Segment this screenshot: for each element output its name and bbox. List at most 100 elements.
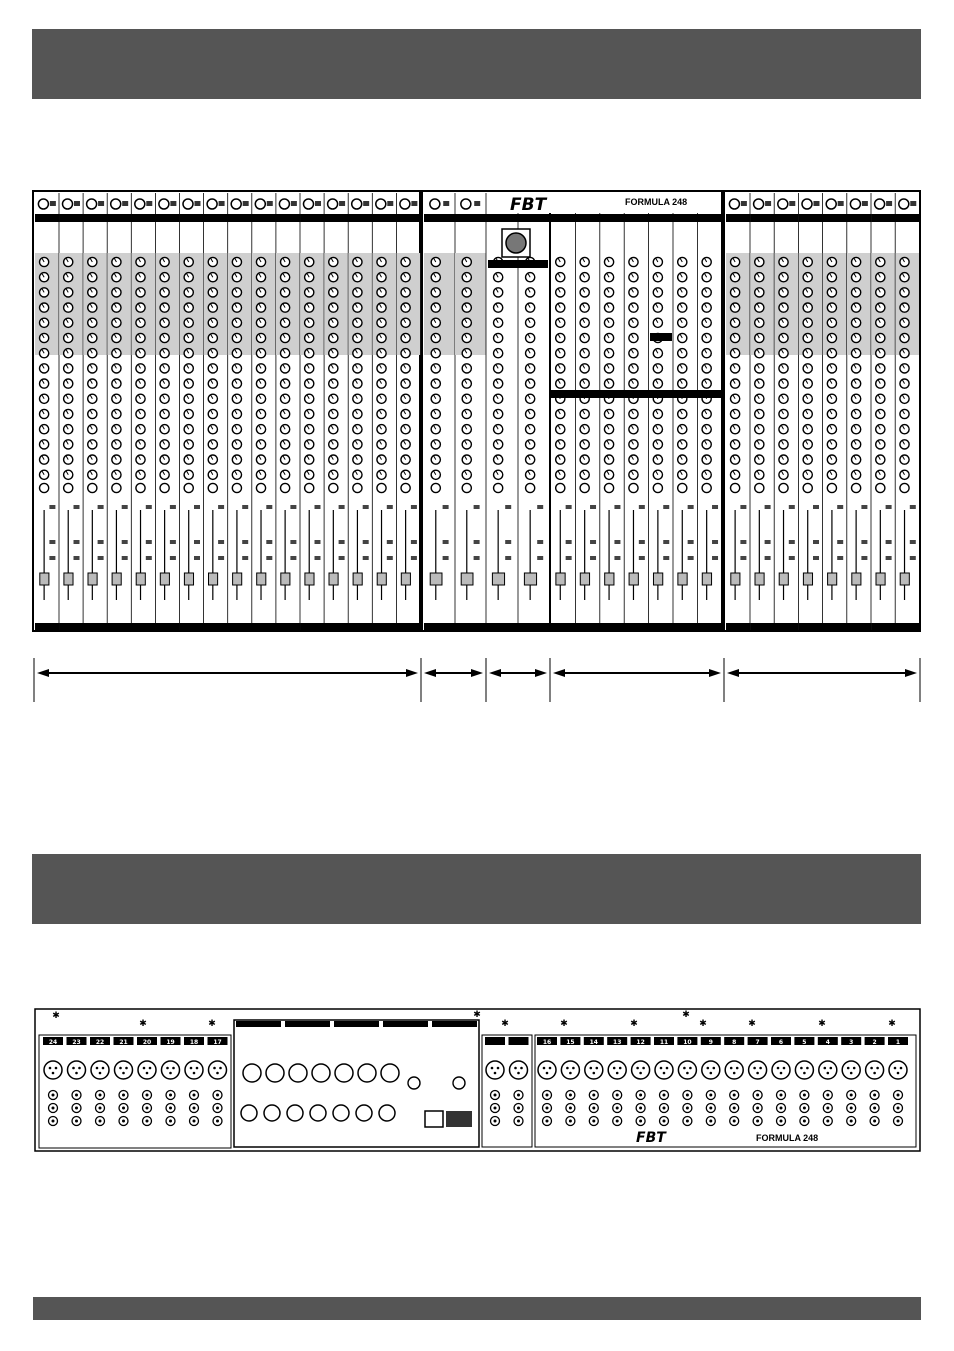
knob-pointer <box>902 410 905 415</box>
xlr-socket-icon <box>207 1060 228 1080</box>
knob-pointer <box>853 273 857 278</box>
knob-pointer <box>606 440 610 445</box>
knob-pointer <box>41 410 45 415</box>
knob-pointer <box>234 273 238 278</box>
knob-pointer <box>606 364 610 369</box>
button-icon <box>362 505 369 509</box>
channel-strip <box>372 193 397 631</box>
button-icon <box>218 540 225 544</box>
rear-channel-header <box>700 1037 721 1045</box>
middle-section-banner <box>32 854 921 924</box>
knob-pointer <box>138 395 141 400</box>
knob-pointer <box>186 319 190 324</box>
knob-pointer <box>113 410 117 415</box>
pin <box>776 1066 780 1070</box>
pin <box>520 1066 523 1070</box>
knob-pointer <box>805 379 809 384</box>
knob-pointer <box>210 273 214 278</box>
button-icon <box>565 556 572 560</box>
channel-strip <box>895 193 920 631</box>
knob-pointer <box>65 288 69 293</box>
knob-pointer <box>330 425 334 430</box>
pin <box>806 1066 809 1070</box>
rear-channel-number: 18 <box>190 1039 198 1046</box>
strip-band <box>348 623 373 631</box>
channel-strip <box>251 193 277 631</box>
knob-pointer <box>877 379 881 384</box>
button-icon <box>885 505 892 509</box>
knob-pointer <box>258 455 262 460</box>
xlr-socket-icon <box>841 1060 861 1080</box>
knob-pointer <box>631 303 634 308</box>
strip-band <box>822 214 847 222</box>
button-icon <box>473 505 480 509</box>
knob-icon <box>109 198 122 210</box>
knob-pointer <box>631 334 634 339</box>
pin <box>172 1066 175 1070</box>
pin <box>689 1066 692 1070</box>
knob-icon <box>135 482 146 494</box>
knob-pointer <box>65 334 69 339</box>
xlr-socket-icon <box>747 1060 768 1080</box>
knob-pointer <box>853 258 857 263</box>
knob-pointer <box>902 288 905 293</box>
pin <box>125 1066 128 1070</box>
pin <box>101 1066 105 1070</box>
knob-pointer <box>704 349 708 354</box>
knob-pointer <box>527 410 531 415</box>
knob-pointer <box>282 334 286 339</box>
knob-pointer <box>186 410 190 415</box>
strip-band <box>203 214 228 222</box>
button-icon <box>97 540 104 544</box>
knob-pointer <box>186 303 190 308</box>
knob-pointer <box>433 273 437 278</box>
fader-icon <box>701 572 713 586</box>
strip-band <box>575 623 600 631</box>
knob-pointer <box>41 349 45 354</box>
knob-pointer <box>464 273 468 278</box>
knob-pointer <box>557 455 561 460</box>
jack-core <box>849 1106 853 1110</box>
knob-pointer <box>704 303 708 308</box>
knob-pointer <box>655 319 659 324</box>
knob-pointer <box>805 440 809 445</box>
knob-pointer <box>655 410 659 415</box>
knob-pointer <box>557 425 561 430</box>
pin <box>803 1071 806 1075</box>
knob-pointer <box>805 349 809 354</box>
channel-strip <box>774 193 799 631</box>
knob-pointer <box>781 319 784 324</box>
knob-pointer <box>631 288 634 293</box>
knob-pointer <box>234 455 238 460</box>
knob-pointer <box>89 258 93 263</box>
knob-pointer <box>704 440 708 445</box>
switch-icon <box>290 201 297 206</box>
knob-pointer <box>756 455 760 460</box>
strip-band <box>227 623 252 631</box>
fader-icon <box>851 572 862 586</box>
knob-pointer <box>234 379 238 384</box>
rear-channel-number: 14 <box>590 1039 598 1046</box>
rear-channel-number: 17 <box>213 1039 221 1046</box>
knob-pointer <box>65 425 69 430</box>
rear-section-stereo <box>481 1034 533 1148</box>
pin <box>826 1071 830 1075</box>
knob-pointer <box>704 334 708 339</box>
pin <box>189 1066 193 1070</box>
jack-core <box>75 1106 78 1110</box>
strip-band <box>251 623 276 631</box>
knob-pointer <box>756 440 760 445</box>
knob-pointer <box>704 364 708 369</box>
xlr-socket-icon <box>630 1060 651 1080</box>
strip-band <box>300 623 325 631</box>
knob-pointer <box>781 288 784 293</box>
jack-core <box>75 1093 78 1097</box>
pin <box>192 1071 196 1075</box>
knob-pointer <box>403 334 407 339</box>
knob-pointer <box>704 379 708 384</box>
xlr-socket-icon <box>724 1060 744 1080</box>
xlr-socket-icon <box>508 1060 529 1080</box>
jack-core <box>568 1119 572 1123</box>
knob-pointer <box>433 379 437 384</box>
knob-pointer <box>186 288 190 293</box>
